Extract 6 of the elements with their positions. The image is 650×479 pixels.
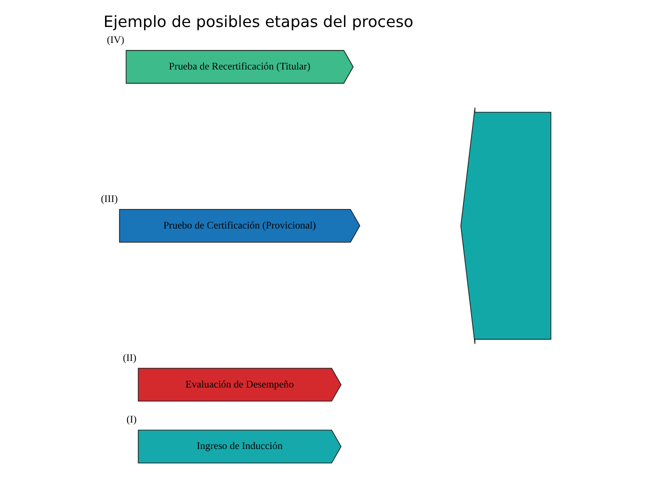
node-label: (III) — [100, 194, 118, 205]
node-label: (IV) — [106, 34, 124, 46]
node-arrow — [460, 107, 552, 344]
diagram-title: Ejemplo de posibles etapas del proceso — [104, 12, 414, 31]
node-label: (II) — [122, 352, 136, 364]
node-label: (I) — [126, 414, 137, 426]
